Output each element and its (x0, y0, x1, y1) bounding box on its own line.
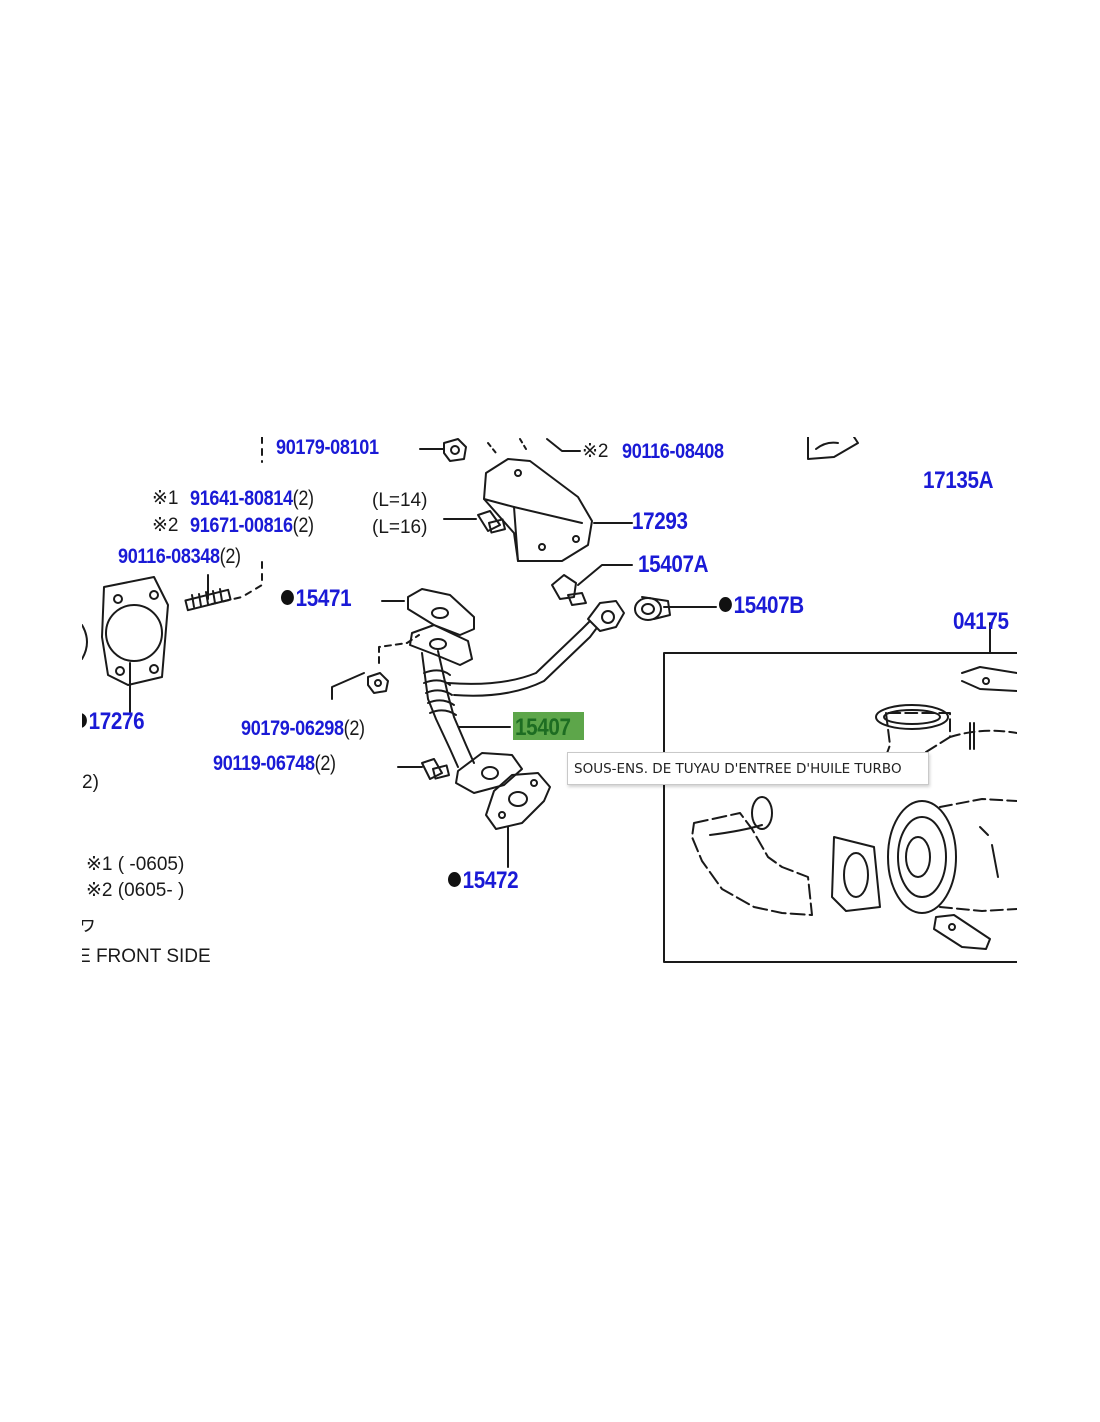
part-90179-08101[interactable]: 90179-08101 (276, 437, 379, 459)
note-range-1: ※1 ( -0605) (86, 854, 185, 875)
bracket-edge-icon (807, 437, 859, 460)
part-17135A[interactable]: 17135A (923, 467, 994, 494)
bullet-dot (448, 872, 461, 888)
diagram-drawing (82, 437, 1017, 963)
bolt-icon (421, 758, 451, 780)
part-04175[interactable]: 04175 (953, 608, 1009, 635)
bullet-dot (281, 590, 294, 606)
note-range-2: ※2 (0605- ) (86, 880, 185, 901)
part-17276[interactable]: 17276 (82, 710, 145, 734)
gasket-15472-icon (485, 772, 551, 830)
length-16: (L=16) (372, 517, 428, 538)
part-91641-80814[interactable]: 91641-80814(2) (190, 487, 314, 510)
bullet-dot (82, 713, 87, 729)
bracket-edge-icon (815, 441, 839, 450)
note-cut-char: ヮ (82, 914, 98, 935)
dashed-hidden-line (487, 438, 527, 454)
part-17293[interactable]: 17293 (632, 508, 688, 535)
part-90116-08348[interactable]: 90116-08348(2) (118, 545, 241, 568)
cut-off-qty: 2) (82, 772, 99, 793)
dashed-mount-line (378, 634, 420, 664)
note-ref-2: ※2 (582, 441, 609, 462)
bullet-dot (719, 597, 732, 613)
part-15407-highlighted[interactable]: 15407 (513, 712, 584, 741)
part-15407B[interactable]: 15407B (719, 594, 804, 618)
dashed-reference-line (211, 561, 263, 605)
part-15471[interactable]: 15471 (281, 587, 352, 611)
banjo-bolt-icon (551, 574, 587, 606)
leader-line (331, 672, 365, 700)
bolt-icon (477, 510, 507, 534)
turbo-inset-icon (691, 666, 1017, 950)
part-15472[interactable]: 15472 (448, 869, 519, 893)
leader-line (577, 564, 633, 586)
leader-line (546, 438, 581, 452)
part-90119-06748[interactable]: 90119-06748(2) (213, 752, 336, 775)
note-ref-1: ※1 (152, 488, 179, 509)
cut-off-part-icon (82, 624, 88, 660)
parts-diagram: 90179-08101 ※2 90116-08408 17135A ※1 916… (82, 437, 1017, 982)
part-qty: (2) (292, 487, 314, 510)
gasket-17276-icon (101, 576, 169, 686)
part-tooltip: SOUS-ENS. DE TUYAU D'ENTREE D'HUILE TURB… (567, 752, 929, 785)
part-90116-08408[interactable]: 90116-08408 (622, 440, 724, 463)
inset-frame (663, 652, 1017, 963)
part-qty: (2) (292, 514, 314, 537)
part-qty: (2) (219, 545, 241, 568)
oil-pipe-15407-icon (409, 600, 625, 794)
washer-15407B-icon (634, 596, 671, 621)
stud-icon (184, 588, 232, 612)
nut-icon (443, 438, 467, 462)
gasket-15471-icon (407, 588, 475, 636)
part-90179-06298[interactable]: 90179-06298(2) (241, 717, 365, 740)
part-91671-00816[interactable]: 91671-00816(2) (190, 514, 314, 537)
part-15407A[interactable]: 15407A (638, 551, 709, 578)
nut-icon (367, 672, 389, 694)
part-qty: (2) (343, 717, 365, 740)
bracket-17293-icon (483, 458, 593, 562)
part-qty: (2) (314, 752, 336, 775)
length-14: (L=14) (372, 490, 428, 511)
note-front-side: E FRONT SIDE (82, 946, 211, 967)
note-ref-2: ※2 (152, 515, 179, 536)
